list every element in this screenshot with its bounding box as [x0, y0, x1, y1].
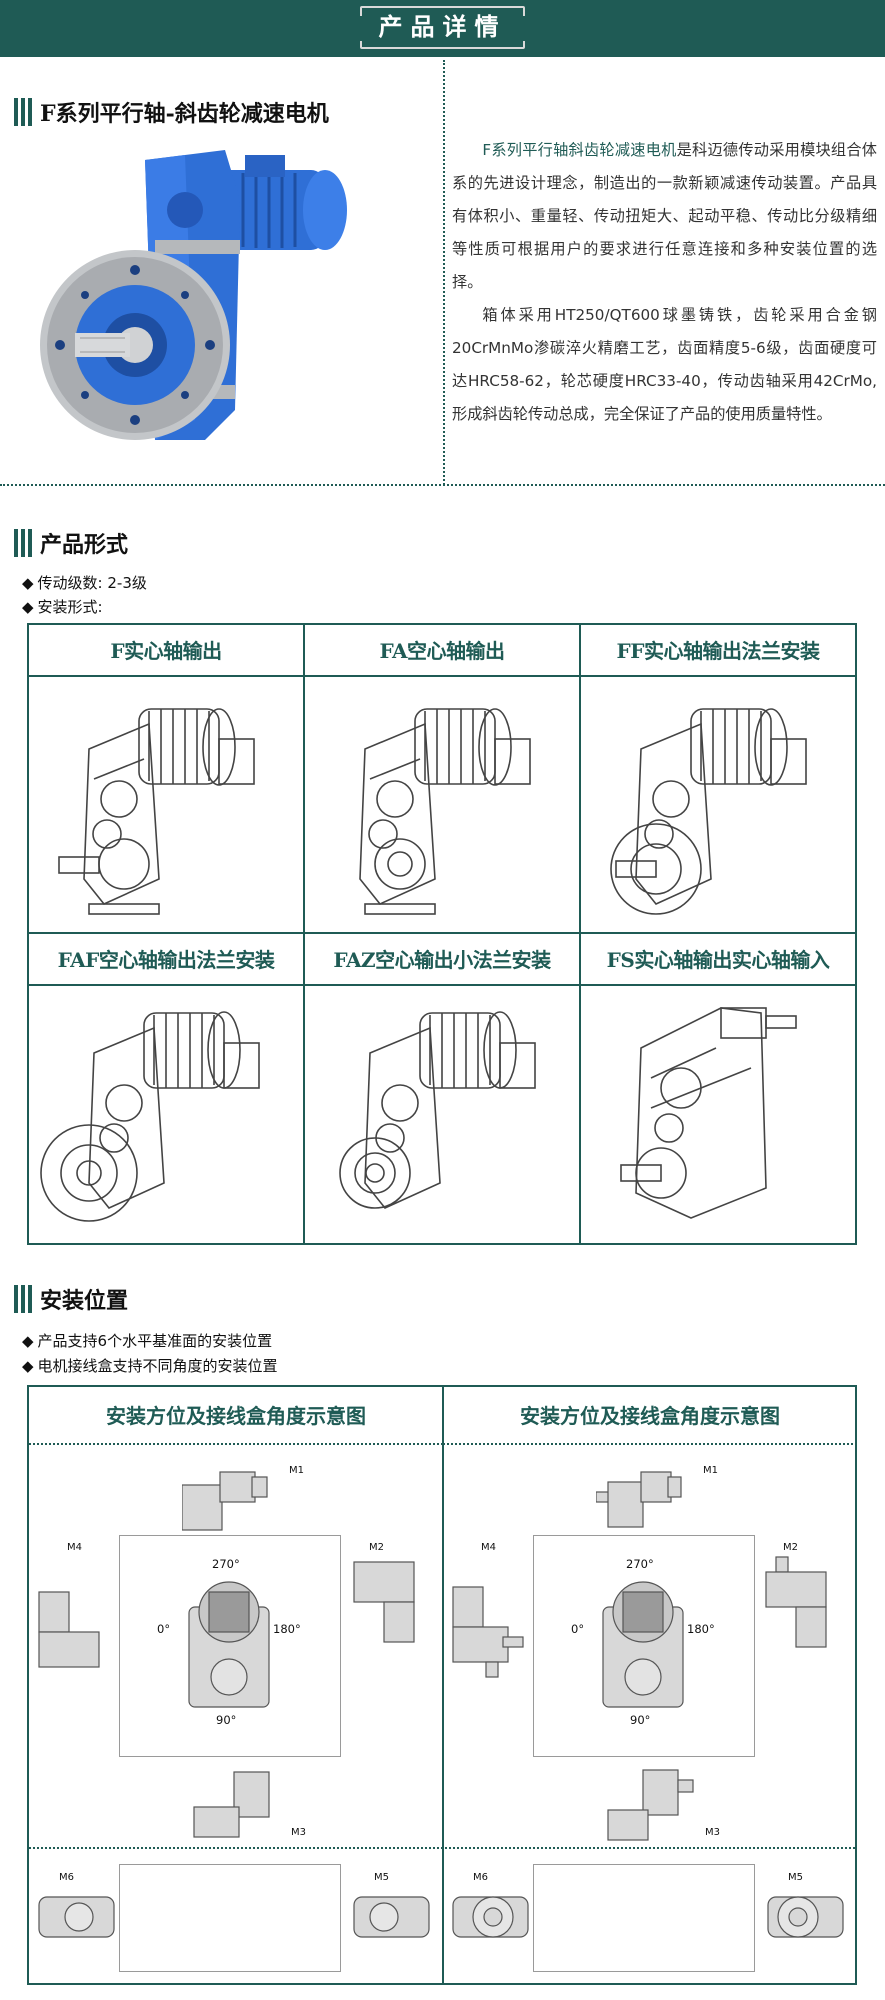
m1-label: M1: [289, 1465, 304, 1476]
form-cell-fs: FS实心轴输出实心轴输入: [581, 934, 855, 1243]
m6-label: M6: [59, 1872, 74, 1883]
form-cell-f: F实心轴输出: [29, 625, 305, 934]
heading-bars-icon: [14, 529, 32, 557]
intro-horizontal-divider: [0, 484, 885, 486]
m2-gearbox-drawing: [353, 1561, 415, 1643]
form-cell-faf: FAF空心轴输出法兰安装: [29, 934, 305, 1243]
intro-product-name: F系列平行轴斜齿轮减速电机: [482, 141, 677, 159]
m3-label: M3: [291, 1827, 306, 1838]
positions-heading-text: 安装位置: [40, 1288, 129, 1314]
intro-heading: F系列平行轴-斜齿轮减速电机: [14, 95, 329, 129]
intro-heading-text: F系列平行轴-斜齿轮减速电机: [40, 101, 329, 127]
center-gearbox-drawing: [188, 1581, 270, 1708]
angle-label-0: 0°: [157, 1622, 171, 1636]
form-drawing-f: [29, 679, 303, 932]
form-drawing-ff: [581, 679, 855, 932]
angle-label-270: 270°: [212, 1557, 240, 1571]
form-cell-ff: FF实心轴输出法兰安装: [581, 625, 855, 934]
form-cell-faz: FAZ空心输出小法兰安装: [305, 934, 581, 1243]
position-grid-dotted-line: [29, 1847, 855, 1849]
m3-label: M3: [705, 1827, 720, 1838]
form-title-faf: FAF空心轴输出法兰安装: [29, 934, 303, 986]
angle-label-0: 0°: [571, 1622, 585, 1636]
position-panel-right: 安装方位及接线盒角度示意图 270° 0° 180° 90° M1 M4 M2 …: [443, 1387, 857, 1983]
position-panel-title-left: 安装方位及接线盒角度示意图: [29, 1387, 443, 1445]
m5-flange-drawing: [767, 1896, 844, 1938]
position-grid-divider: [442, 1387, 444, 1983]
m4-flange-drawing: [452, 1586, 524, 1678]
m1-label: M1: [703, 1465, 718, 1476]
m2-flange-drawing: [765, 1556, 827, 1648]
product-photo: [35, 140, 395, 470]
m4-gearbox-drawing: [38, 1591, 100, 1668]
form-drawing-fs: [581, 988, 855, 1241]
reference-box: [119, 1535, 341, 1757]
mounting-forms-grid: F实心轴输出 FA空心轴输出 FF实心轴输出法兰安装: [27, 623, 857, 1245]
form-title-ff: FF实心轴输出法兰安装: [581, 625, 855, 677]
position-panel-left: 安装方位及接线盒角度示意图 270° 0° 180° 90° M1 M4 M2: [29, 1387, 443, 1983]
angle-label-270: 270°: [626, 1557, 654, 1571]
intro-paragraph-2: 箱体采用HT250/QT600球墨铸铁，齿轮采用合金钢20CrMnMo渗碳淬火精…: [452, 306, 877, 423]
forms-bullet-mounting: 安装形式:: [22, 596, 103, 617]
m5-label: M5: [374, 1872, 389, 1883]
forms-bullet-stages: 传动级数: 2-3级: [22, 572, 147, 593]
m4-label: M4: [67, 1542, 82, 1553]
top-banner: 产品详情: [0, 0, 885, 57]
form-title-f: F实心轴输出: [29, 625, 303, 677]
m1-flange-drawing: [596, 1471, 682, 1528]
m6-label: M6: [473, 1872, 488, 1883]
forms-heading: 产品形式: [14, 526, 128, 560]
form-drawing-faf: [29, 988, 303, 1241]
reference-box-lower: [533, 1864, 755, 1972]
intro-description: F系列平行轴斜齿轮减速电机是科迈德传动采用模块组合体系的先进设计理念，制造出的一…: [452, 134, 877, 431]
center-gearbox-drawing: [602, 1581, 684, 1708]
positions-heading: 安装位置: [14, 1282, 128, 1316]
banner-title: 产品详情: [378, 12, 507, 41]
intro-paragraph-1: F系列平行轴斜齿轮减速电机是科迈德传动采用模块组合体系的先进设计理念，制造出的一…: [452, 134, 877, 299]
m2-label: M2: [783, 1542, 798, 1553]
reference-box: [533, 1535, 755, 1757]
angle-label-90: 90°: [216, 1713, 237, 1727]
form-drawing-faz: [305, 988, 579, 1241]
positions-bullet-terminal-box: 电机接线盒支持不同角度的安装位置: [22, 1355, 278, 1376]
m3-flange-drawing: [607, 1769, 694, 1841]
form-title-fs: FS实心轴输出实心轴输入: [581, 934, 855, 986]
positions-bullet-planes: 产品支持6个水平基准面的安装位置: [22, 1330, 273, 1351]
angle-label-180: 180°: [687, 1622, 715, 1636]
form-cell-fa: FA空心轴输出: [305, 625, 581, 934]
form-title-faz: FAZ空心输出小法兰安装: [305, 934, 579, 986]
m5-gearbox-drawing: [353, 1896, 430, 1938]
m6-flange-drawing: [452, 1896, 529, 1938]
heading-bars-icon: [14, 1285, 32, 1313]
install-position-grid: 安装方位及接线盒角度示意图 270° 0° 180° 90° M1 M4 M2: [27, 1385, 857, 1985]
form-drawing-fa: [305, 679, 579, 932]
m3-gearbox-drawing: [193, 1771, 270, 1838]
m5-label: M5: [788, 1872, 803, 1883]
m4-label: M4: [481, 1542, 496, 1553]
angle-label-90: 90°: [630, 1713, 651, 1727]
m2-label: M2: [369, 1542, 384, 1553]
angle-label-180: 180°: [273, 1622, 301, 1636]
banner-frame: [358, 6, 527, 49]
forms-heading-text: 产品形式: [40, 532, 129, 558]
m1-gearbox-drawing: [182, 1471, 268, 1531]
intro-vertical-divider: [443, 60, 445, 485]
m6-gearbox-drawing: [38, 1896, 115, 1938]
form-title-fa: FA空心轴输出: [305, 625, 579, 677]
reference-box-lower: [119, 1864, 341, 1972]
position-panel-title-right: 安装方位及接线盒角度示意图: [443, 1387, 857, 1445]
heading-bars-icon: [14, 98, 32, 126]
intro-paragraph-1-text: 是科迈德传动采用模块组合体系的先进设计理念，制造出的一款新颖减速传动装置。产品具…: [452, 141, 877, 291]
